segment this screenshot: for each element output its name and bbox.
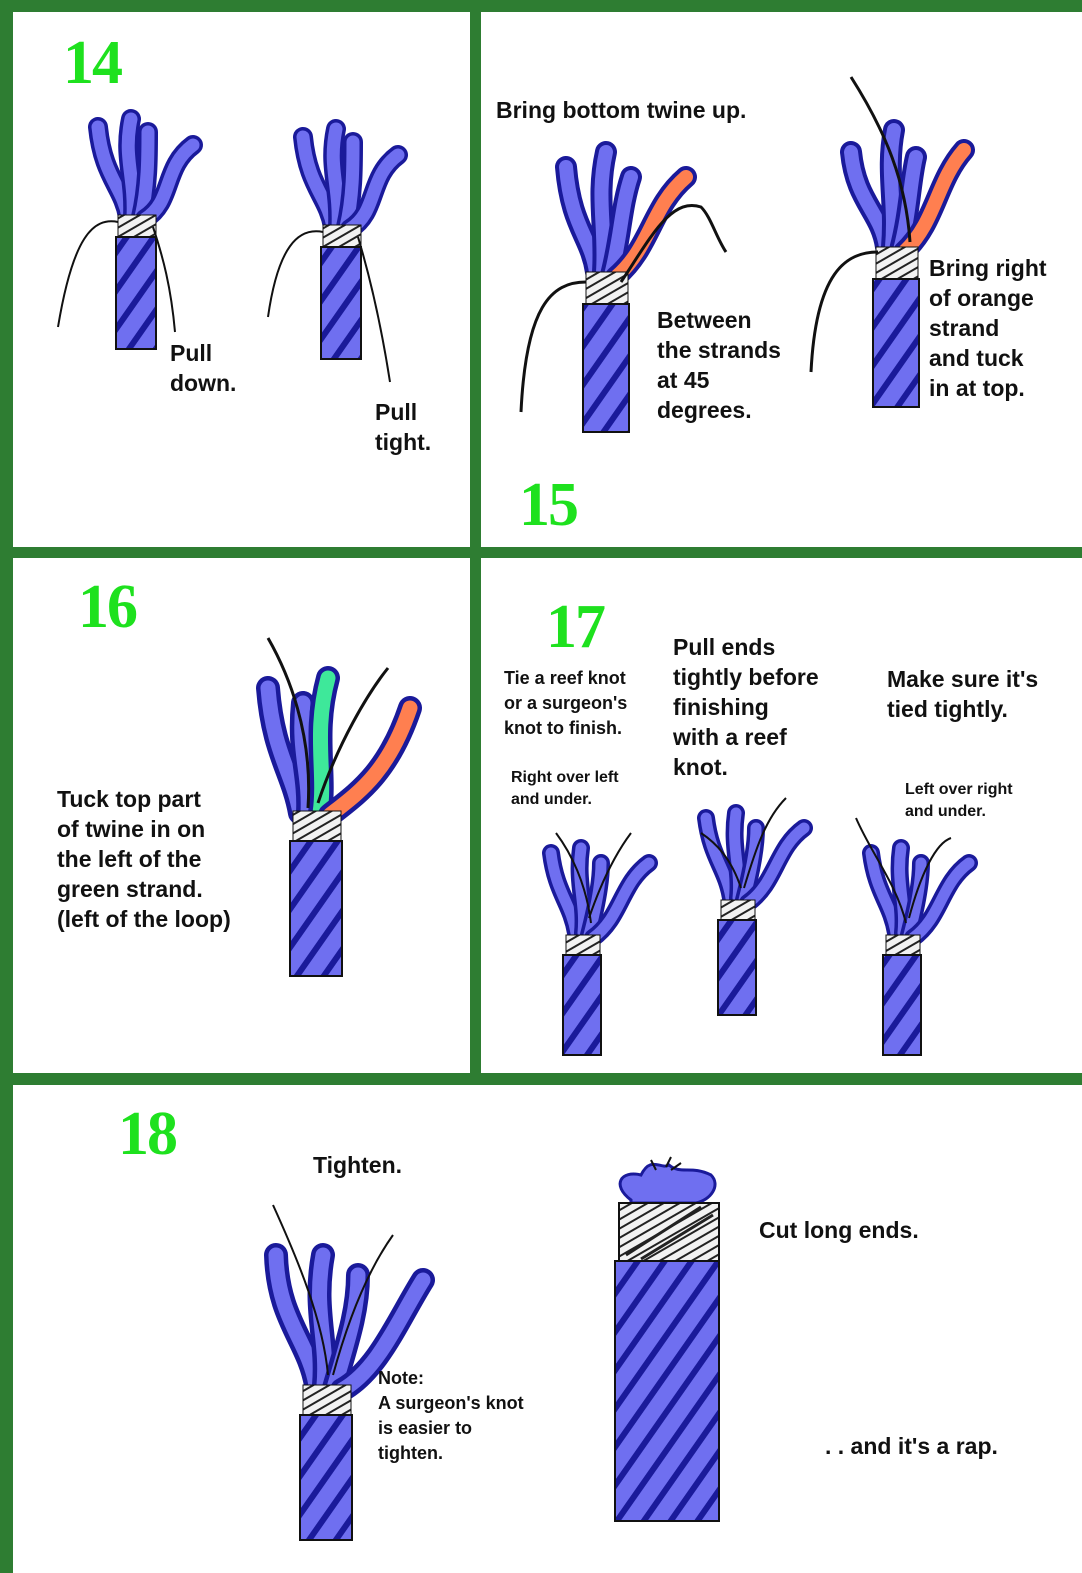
frame-top [0, 0, 1082, 12]
rope-figure-pull-down [53, 107, 233, 357]
rope-figure-left-over-right [851, 813, 991, 1063]
rope-figure-green-strand [238, 633, 438, 983]
frame-left [0, 0, 13, 1573]
caption-between-strands: Between the strands at 45 degrees. [657, 305, 781, 425]
rope-figure-pull-ends [686, 788, 826, 1028]
step-number: 16 [78, 576, 136, 638]
rope-figure-right-over-left [531, 823, 671, 1063]
caption-its-a-rap: . . and it's a rap. [825, 1431, 998, 1461]
divider-horizontal-1 [0, 547, 1082, 558]
panel-18: 18 Tighten. Note: A surgeon's knot is ea… [13, 1085, 1082, 1573]
panel-14: 14 Pull down. Pull tight. [13, 12, 470, 547]
caption-tie-reef-knot: Tie a reef knot or a surgeon's knot to f… [504, 666, 627, 741]
caption-tighten: Tighten. [313, 1150, 402, 1180]
rope-figure-cut-ends [601, 1155, 741, 1525]
step-number: 14 [63, 32, 121, 94]
step-number: 17 [546, 596, 604, 658]
divider-horizontal-2 [0, 1073, 1082, 1085]
caption-pull-down: Pull down. [170, 338, 236, 398]
step-number: 18 [118, 1103, 176, 1165]
caption-pull-tight: Pull tight. [375, 397, 431, 457]
caption-bring-right-of-orange: Bring right of orange strand and tuck in… [929, 253, 1047, 403]
panel-15: Bring bottom twine up. Between the stran… [481, 12, 1082, 547]
panel-17: 17 Tie a reef knot or a surgeon's knot t… [481, 558, 1082, 1073]
caption-note-surgeons-knot: Note: A surgeon's knot is easier to tigh… [378, 1366, 524, 1466]
panel-16: 16 Tuck top part of twine in on the left… [13, 558, 470, 1073]
rope-figure-pull-tight [258, 117, 438, 387]
caption-make-sure-tied: Make sure it's tied tightly. [887, 664, 1038, 724]
caption-right-over-left: Right over left and under. [511, 767, 619, 811]
step-number: 15 [519, 474, 577, 536]
caption-cut-long-ends: Cut long ends. [759, 1215, 919, 1245]
divider-vertical [470, 0, 481, 1085]
caption-pull-ends-tightly: Pull ends tightly before finishing with … [673, 632, 819, 782]
caption-bring-bottom-twine-up: Bring bottom twine up. [496, 95, 746, 125]
caption-tuck-top-part: Tuck top part of twine in on the left of… [57, 784, 231, 934]
